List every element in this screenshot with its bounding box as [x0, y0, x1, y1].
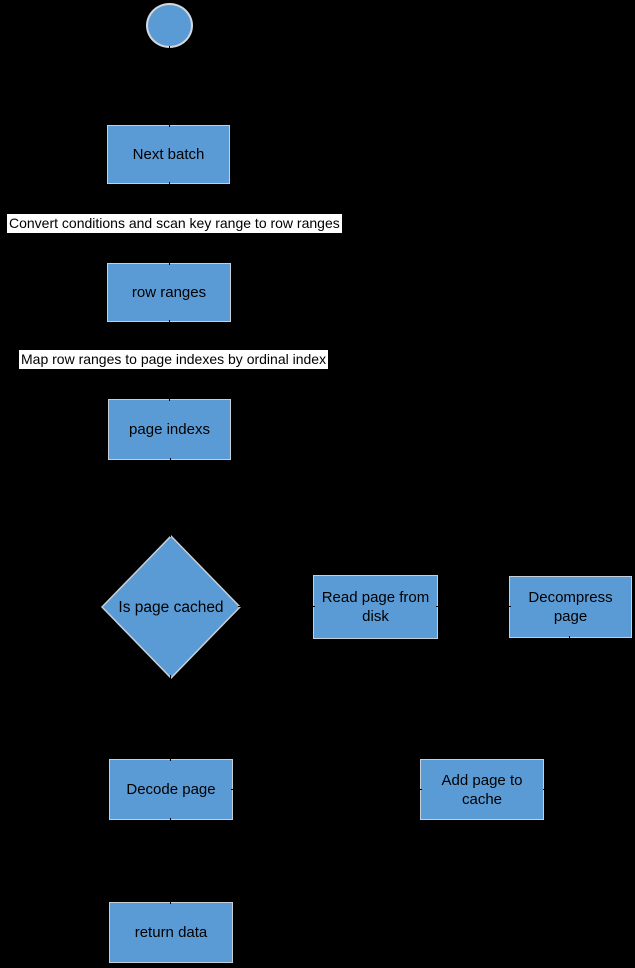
connector-decode-page-to-return-data: [170, 818, 171, 904]
connector-decision-to-decode-page: [170, 675, 171, 761]
annotation-map-row-ranges-text: Map row ranges to page indexes by ordina…: [21, 351, 327, 367]
node-return-data: return data: [109, 902, 233, 963]
connector-start-to-next-batch: [169, 46, 170, 127]
node-add-page-to-cache-label: Add page to cache: [441, 771, 523, 808]
node-next-batch: Next batch: [107, 125, 230, 184]
node-row-ranges-label: row ranges: [131, 284, 207, 301]
annotation-convert-conditions: Convert conditions and scan key range to…: [7, 214, 342, 233]
node-return-data-label: return data: [134, 924, 208, 941]
node-decompress-page-label: Decompress page: [528, 589, 613, 625]
node-is-page-cached-label: Is page cached: [118, 598, 224, 616]
annotation-map-row-ranges: Map row ranges to page indexes by ordina…: [19, 350, 329, 369]
connector-decompress-down: [569, 636, 570, 790]
node-page-indexs: page indexs: [108, 399, 231, 460]
connector-decision-to-read-page: [238, 606, 315, 607]
node-next-batch-label: Next batch: [132, 146, 205, 163]
node-decode-page-label: Decode page: [126, 781, 216, 798]
connector-decompress-to-add-page: [543, 789, 570, 790]
node-read-page-from-disk-label: Read page from disk: [321, 589, 430, 625]
connector-read-page-to-decompress: [436, 606, 511, 607]
node-decode-page: Decode page: [109, 759, 233, 820]
node-decompress-page: Decompress page: [509, 576, 632, 638]
node-is-page-cached: Is page cached: [100, 534, 242, 680]
node-page-indexs-label: page indexs: [129, 421, 210, 438]
annotation-convert-conditions-text: Convert conditions and scan key range to…: [9, 215, 340, 231]
node-read-page-from-disk: Read page from disk: [313, 575, 438, 639]
node-add-page-to-cache: Add page to cache: [420, 759, 544, 820]
node-row-ranges: row ranges: [107, 263, 231, 322]
diamond-shape: [100, 534, 242, 680]
connector-page-indexs-to-decision: [170, 458, 171, 537]
connector-add-page-to-decode-page: [231, 789, 422, 790]
start-circle-node: [146, 3, 193, 48]
